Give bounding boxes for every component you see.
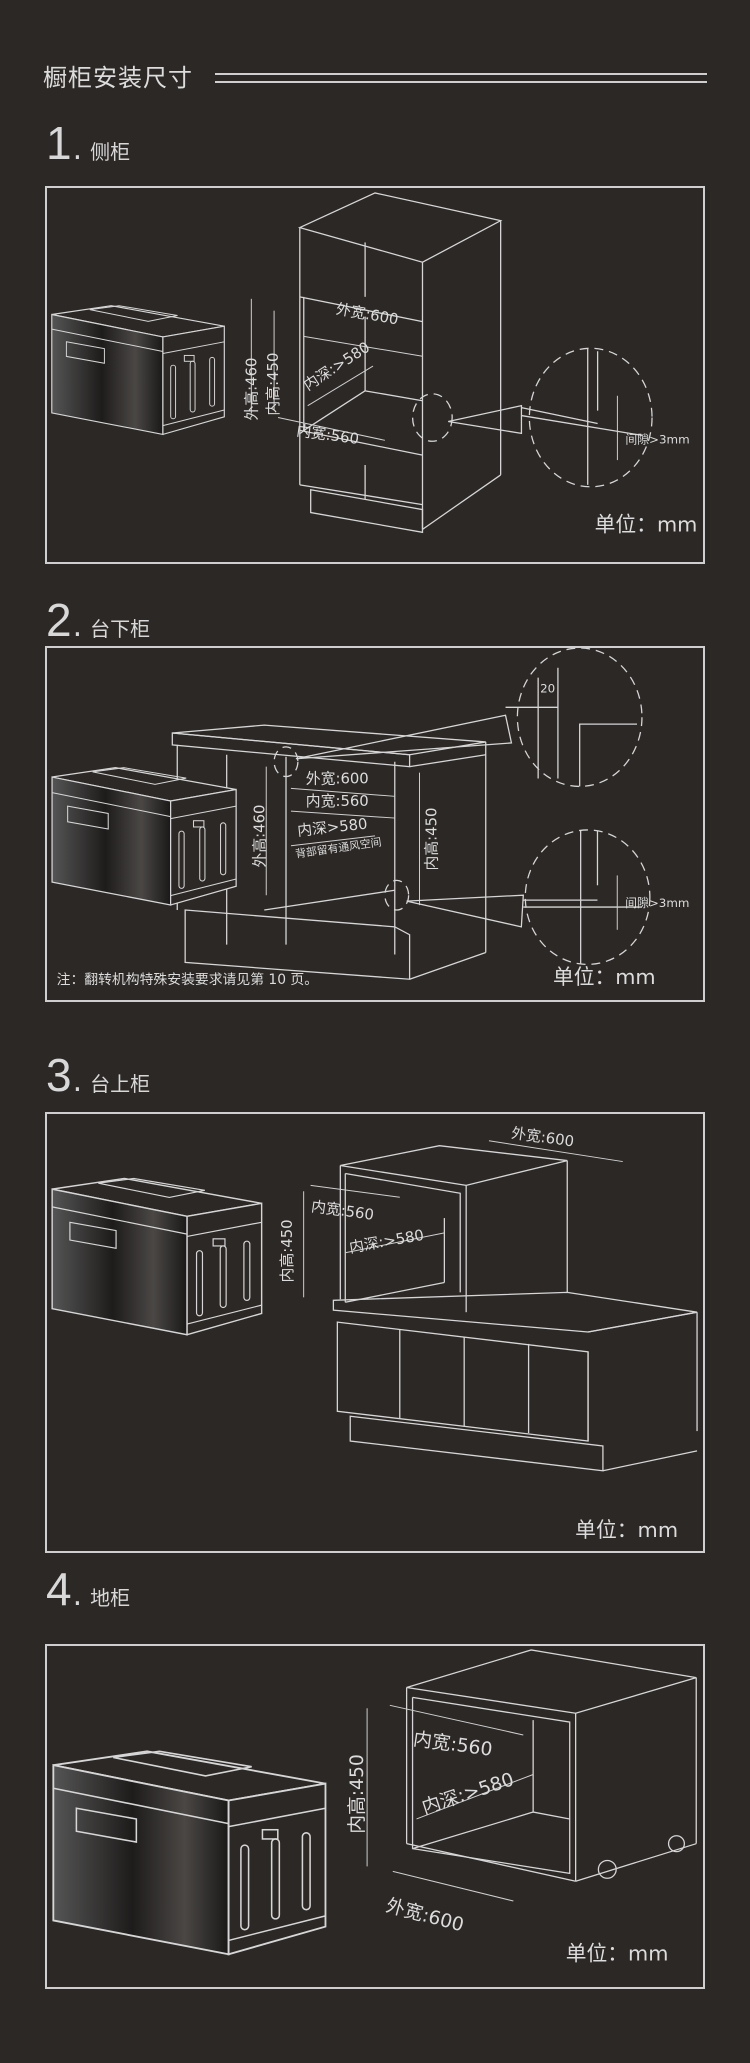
title-rule: [215, 73, 707, 83]
page-title: 橱柜安装尺寸: [43, 64, 193, 92]
cabinet-foot: [597, 1859, 617, 1879]
section-2-heading: 2. 台下柜: [46, 594, 151, 646]
bottom-detail-marker: [384, 879, 410, 911]
inner-depth-label: 内深:>580: [301, 339, 373, 394]
side-cabinet-diagram: 外宽:600 内深:>580 外高:460 内高:450 内宽:560 间隙>3…: [45, 186, 705, 564]
installation-note: 注：翻转机构特殊安装要求请见第 10 页。: [57, 971, 318, 988]
unit-label: 单位：mm: [595, 512, 698, 536]
inner-width-label: 内宽:560: [306, 793, 369, 810]
outer-width-label: 外宽:600: [335, 301, 400, 329]
dimension-lines: [250, 298, 423, 441]
gap-label: 间隙>3mm: [625, 432, 689, 446]
outer-width-label: 外宽:600: [384, 1894, 467, 1936]
gap-detail-circle: [524, 829, 651, 966]
inner-width-label: 内宽:560: [295, 422, 360, 448]
bottom-detail-pointer: [406, 894, 525, 928]
top-detail-pointer: [295, 714, 513, 760]
dimension-lines: [265, 766, 420, 906]
outer-width-label: 外宽:600: [510, 1124, 575, 1151]
edge-detail-circle: [516, 648, 643, 788]
inner-height-label: 内高:450: [278, 1219, 296, 1282]
wall-cabinet-diagram: 外宽:600 内宽:560 内深:>580 内高:450 单位：mm: [45, 1112, 705, 1553]
section-number: 2: [46, 594, 72, 646]
floor-cabinet-diagram: 内宽:560 内深:>580 内高:450 外宽:600 单位：mm: [45, 1644, 705, 1989]
outer-height-label: 外高:460: [243, 358, 260, 421]
top-detail-marker: [273, 746, 299, 778]
unit-label: 单位：mm: [575, 1518, 678, 1542]
floor-cabinet: [405, 1649, 697, 1882]
under-counter-cabinet-diagram: 外宽:600 内宽:560 内深>580 背部留有通风空间 外高:460 内高:…: [45, 646, 705, 1002]
inner-depth-label: 内深>580: [297, 816, 369, 840]
inner-depth-label: 内深:>580: [348, 1226, 426, 1257]
tall-cabinet: [297, 192, 503, 534]
section-number: 4: [46, 1563, 72, 1615]
dimension-lines: [303, 1140, 623, 1298]
inner-height-label: 内高:450: [346, 1754, 368, 1834]
oven-illustration: [51, 1177, 263, 1336]
detail-marker: [411, 393, 453, 442]
counter-cabinet: [332, 1145, 698, 1472]
section-name: 侧柜: [90, 140, 131, 164]
inner-depth-label: 内深:>580: [419, 1768, 517, 1818]
section-4-heading: 4. 地柜: [46, 1563, 131, 1615]
section-number: 3: [46, 1049, 72, 1101]
edge-label: 20: [540, 681, 555, 695]
dimension-lines: [366, 1704, 534, 1902]
outer-height-label: 外高:460: [251, 805, 268, 868]
inner-height-label: 内高:450: [265, 353, 282, 416]
gap-label: 间隙>3mm: [625, 896, 689, 910]
section-name: 地柜: [90, 1586, 131, 1610]
section-1-heading: 1. 侧柜: [46, 117, 131, 169]
section-3-heading: 3. 台上柜: [46, 1049, 151, 1101]
section-number: 1: [46, 117, 72, 169]
cabinet-foot: [667, 1835, 686, 1853]
section-name: 台上柜: [90, 1072, 151, 1096]
oven-illustration: [51, 767, 237, 906]
section-name: 台下柜: [90, 617, 151, 641]
inner-height-label: 内高:450: [423, 808, 440, 871]
inner-width-label: 内宽:560: [310, 1197, 375, 1224]
inner-width-label: 内宽:560: [412, 1728, 494, 1761]
gap-detail-circle: [528, 347, 653, 488]
oven-illustration: [52, 1750, 327, 1956]
under-counter-cabinet: [171, 724, 487, 980]
detail-pointer: [448, 404, 523, 435]
outer-width-label: 外宽:600: [306, 770, 369, 787]
oven-illustration: [51, 305, 225, 435]
unit-label: 单位：mm: [553, 965, 656, 989]
unit-label: 单位：mm: [566, 1941, 669, 1965]
